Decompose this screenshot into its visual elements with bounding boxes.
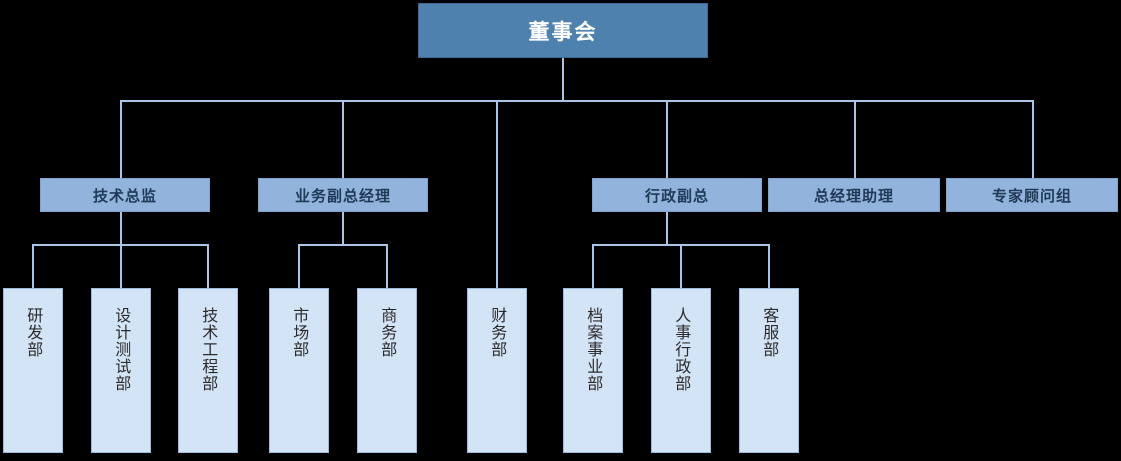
node-service-dept[interactable]: 客服部: [739, 288, 799, 453]
node-tech-eng-dept-label: 技术工程部: [199, 307, 219, 392]
node-hr-admin-dept-label: 人事行政部: [672, 307, 692, 392]
connector-main-bus: [120, 100, 1034, 102]
connector-drop-expert-group: [1032, 100, 1034, 179]
node-hr-admin-dept[interactable]: 人事行政部: [651, 288, 711, 453]
node-finance-dept-label: 财务部: [488, 307, 508, 358]
node-board[interactable]: 董事会: [418, 3, 708, 58]
connector-drop-tech-eng-dept: [207, 244, 209, 288]
connector-drop-tech-director: [120, 100, 122, 179]
connector-drop-rd-dept: [32, 244, 34, 288]
node-market-dept-label: 市场部: [290, 307, 310, 358]
connector-drop-design-test-dept: [120, 244, 122, 288]
node-tech-eng-dept[interactable]: 技术工程部: [178, 288, 238, 453]
node-archive-dept-label: 档案事业部: [584, 307, 604, 392]
node-finance-dept[interactable]: 财务部: [467, 288, 527, 453]
node-market-dept[interactable]: 市场部: [269, 288, 329, 453]
connector-drop-market-dept: [298, 244, 300, 288]
connector-drop-gm-assistant: [854, 100, 856, 179]
connector-drop-biz-vp: [342, 100, 344, 179]
node-design-test-dept-label: 设计测试部: [112, 307, 132, 392]
node-gm-assistant[interactable]: 总经理助理: [768, 178, 940, 212]
node-design-test-dept[interactable]: 设计测试部: [91, 288, 151, 453]
node-board-label: 董事会: [528, 19, 598, 44]
connector-drop-admin-vp: [666, 100, 668, 179]
connector-root-stem: [562, 58, 564, 102]
connector-admin-vp-stem: [666, 211, 668, 246]
connector-drop-archive-dept: [592, 244, 594, 288]
node-admin-vp-label: 行政副总: [644, 186, 709, 205]
node-gm-assistant-label: 总经理助理: [813, 186, 894, 205]
node-expert-group[interactable]: 专家顾问组: [946, 178, 1118, 212]
node-expert-group-label: 专家顾问组: [991, 186, 1072, 205]
node-admin-vp[interactable]: 行政副总: [592, 178, 762, 212]
connector-drop-service-dept: [768, 244, 770, 288]
connector-biz-vp-stem: [342, 211, 344, 246]
node-biz-vp[interactable]: 业务副总经理: [258, 178, 428, 212]
node-tech-director-label: 技术总监: [92, 186, 157, 205]
connector-drop-hr-admin-dept: [680, 244, 682, 288]
node-business-dept-label: 商务部: [378, 307, 398, 358]
node-service-dept-label: 客服部: [760, 307, 780, 358]
connector-tech-director-stem: [120, 211, 122, 246]
node-biz-vp-label: 业务副总经理: [294, 186, 391, 205]
connector-drop-business-dept: [386, 244, 388, 288]
node-rd-dept[interactable]: 研发部: [3, 288, 63, 453]
connector-drop-finance-dept: [496, 100, 498, 288]
node-business-dept[interactable]: 商务部: [357, 288, 417, 453]
node-archive-dept[interactable]: 档案事业部: [563, 288, 623, 453]
node-rd-dept-label: 研发部: [24, 307, 44, 358]
node-tech-director[interactable]: 技术总监: [40, 178, 210, 212]
connector-biz-vp-bus: [298, 244, 388, 246]
